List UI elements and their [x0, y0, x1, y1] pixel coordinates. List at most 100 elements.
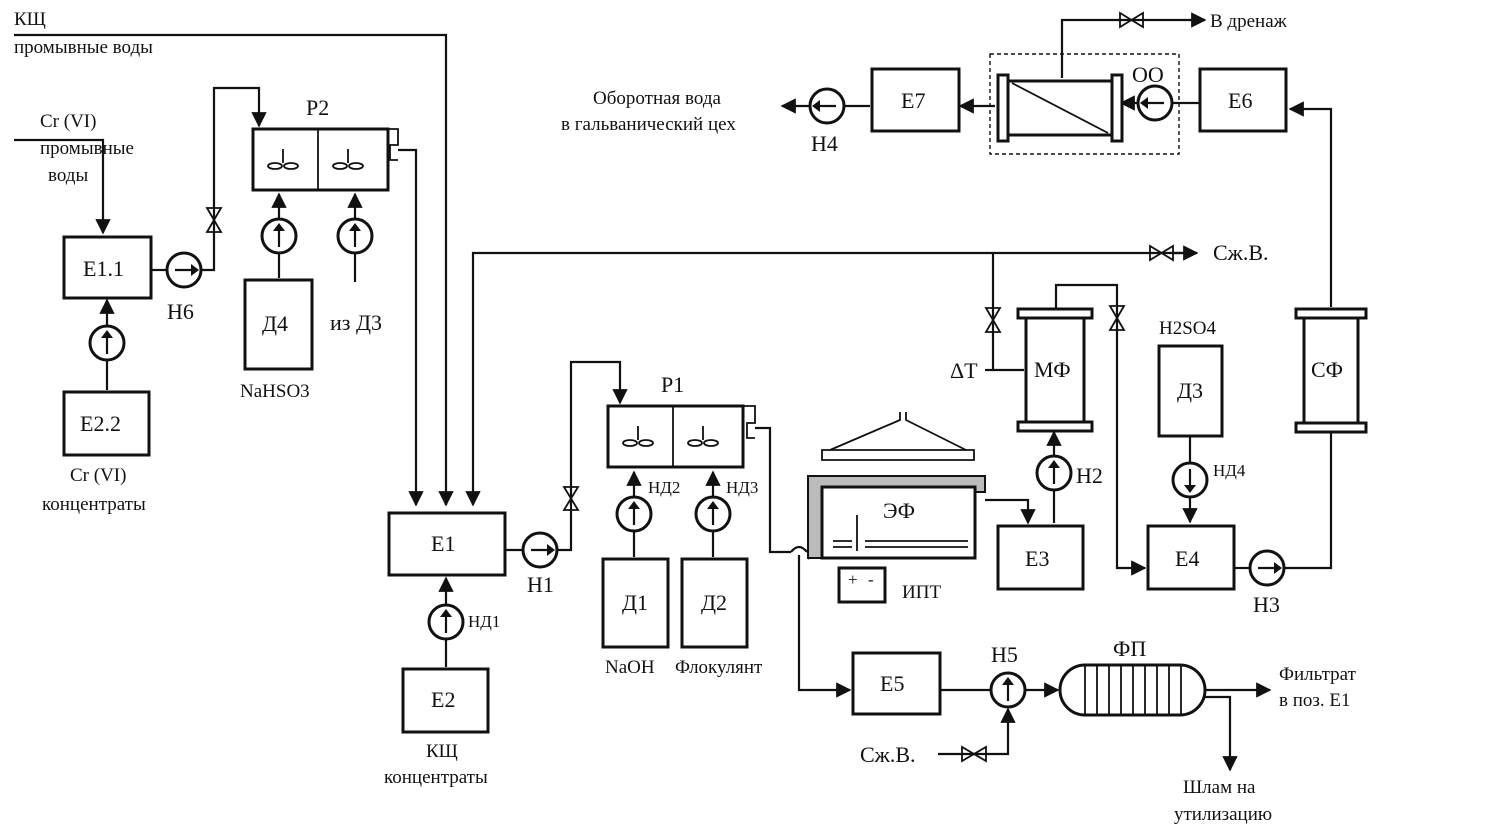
label-nd3: НД3 — [726, 478, 758, 497]
equipment-labels: Е1.1 Е2.2 Р2 Д4 Е1 Е2 Р1 Д1 Д2 ЭФ ИПТ Е3… — [80, 62, 1343, 712]
label-p1: Р1 — [661, 372, 684, 397]
label-n2: Н2 — [1076, 463, 1103, 488]
pump-e22 — [88, 324, 126, 362]
filter-press-fp — [1058, 663, 1207, 717]
tank-d4 — [243, 278, 314, 371]
label-d4: Д4 — [262, 311, 288, 336]
label-cr-rinse-2: промывные — [40, 138, 134, 159]
label-d1: Д1 — [622, 590, 648, 615]
equipment: + - — [62, 53, 1368, 734]
electroflotator-ef — [807, 412, 986, 560]
label-nd2: НД2 — [648, 478, 680, 497]
n1-to-p1-line — [558, 360, 628, 552]
valves — [205, 11, 1199, 763]
pump-n3 — [1248, 549, 1286, 587]
label-h2so4: H2SO4 — [1159, 318, 1217, 339]
n6-to-p2-line — [202, 86, 267, 272]
label-n1: Н1 — [527, 572, 554, 597]
valve-n6 — [205, 207, 223, 233]
svg-text:-: - — [868, 570, 874, 589]
valve-air-top — [1149, 244, 1174, 262]
label-naoh: NaOH — [605, 657, 655, 678]
label-e4: Е4 — [1175, 546, 1199, 571]
column-mf — [1016, 307, 1094, 433]
air-to-n5-line — [938, 707, 1016, 756]
label-cr-rinse-1: Cr (VI) — [40, 111, 96, 132]
column-sf — [1294, 307, 1368, 434]
ef-to-e3-line — [985, 498, 1036, 525]
label-kshch-rinse-2: промывные воды — [14, 37, 153, 58]
ef-to-e5-line — [797, 555, 852, 698]
pump-n5 — [989, 671, 1027, 709]
label-sludge-1: Шлам на — [1183, 777, 1256, 798]
svg-text:+: + — [848, 570, 858, 589]
label-recycled-2: в гальванический цех — [561, 114, 736, 135]
label-filtrate-2: в поз. Е1 — [1279, 690, 1351, 711]
label-n4: Н4 — [811, 131, 838, 156]
label-cr-conc-1: Cr (VI) — [70, 465, 126, 486]
sf-to-e6-line — [1288, 101, 1333, 307]
pump-d3-to-p2 — [336, 217, 374, 255]
tank-e1-1 — [62, 235, 153, 300]
label-sludge-2: утилизацию — [1174, 804, 1272, 825]
label-e3: Е3 — [1025, 546, 1049, 571]
valve-air-bottom — [961, 745, 987, 763]
pump-d4 — [260, 217, 298, 255]
fp-sludge-line — [1205, 695, 1238, 772]
pump-nd2 — [615, 495, 653, 533]
valve-drain — [1119, 11, 1144, 29]
reverse-osmosis-oo — [989, 53, 1180, 155]
tank-e6 — [1198, 67, 1288, 133]
power-supply-ipt: + - — [837, 566, 887, 604]
cr-rinse-line — [14, 138, 111, 235]
label-kshch-conc-2: концентраты — [384, 767, 488, 788]
label-e6: Е6 — [1228, 88, 1252, 113]
label-e1-1: Е1.1 — [83, 256, 124, 281]
label-nd4: НД4 — [1213, 461, 1246, 480]
reactor-p1 — [606, 404, 756, 469]
pump-nd3 — [694, 495, 732, 533]
label-mf: МФ — [1034, 357, 1071, 382]
label-e7: Е7 — [901, 88, 925, 113]
tank-e2 — [401, 667, 490, 734]
membrane-to-drain-line — [1060, 12, 1207, 78]
label-filtrate-1: Фильтрат — [1279, 664, 1357, 685]
mf-to-e4-line — [1054, 283, 1147, 576]
label-recycled-1: Оборотная вода — [593, 88, 721, 109]
pump-labels: Н6 Н1 Н2 Н3 Н4 Н5 НД1 НД2 НД3 НД4 — [167, 131, 1280, 667]
label-e2: Е2 — [431, 687, 455, 712]
pump-n1 — [521, 531, 559, 569]
pipe-bridge — [790, 545, 808, 553]
tank-d2 — [680, 557, 749, 649]
pump-n6 — [165, 251, 203, 289]
label-cr-conc-2: концентраты — [42, 494, 146, 515]
tank-e2-2 — [62, 390, 151, 457]
label-d3: Д3 — [1177, 378, 1203, 403]
label-d2: Д2 — [701, 590, 727, 615]
label-fp: ФП — [1113, 636, 1146, 661]
label-drain: В дренаж — [1210, 11, 1288, 32]
n3-to-sf-line — [1285, 432, 1333, 570]
label-n5: Н5 — [991, 642, 1018, 667]
tank-e5 — [851, 651, 942, 716]
tank-e3 — [996, 524, 1085, 591]
label-n3: Н3 — [1253, 592, 1280, 617]
pump-nd4 — [1171, 461, 1209, 499]
label-e2-2: Е2.2 — [80, 411, 121, 436]
label-ef: ЭФ — [883, 498, 915, 523]
label-kshch-rinse-1: КЩ — [14, 9, 46, 30]
label-nd1: НД1 — [468, 612, 500, 631]
label-sf: СФ — [1311, 357, 1343, 382]
tank-d1 — [601, 557, 670, 649]
label-cr-rinse-3: воды — [48, 165, 88, 186]
label-oo: ОО — [1132, 62, 1164, 87]
label-delta-t: ΔT — [950, 358, 978, 383]
valve-mf-air — [984, 307, 1002, 333]
label-air-top: Сж.В. — [1213, 240, 1269, 265]
label-nahso3: NaHSO3 — [240, 381, 310, 402]
pumps — [88, 84, 1286, 709]
tank-e1 — [387, 511, 507, 577]
tank-e7 — [870, 67, 961, 133]
air-to-e1-line — [465, 251, 1195, 507]
